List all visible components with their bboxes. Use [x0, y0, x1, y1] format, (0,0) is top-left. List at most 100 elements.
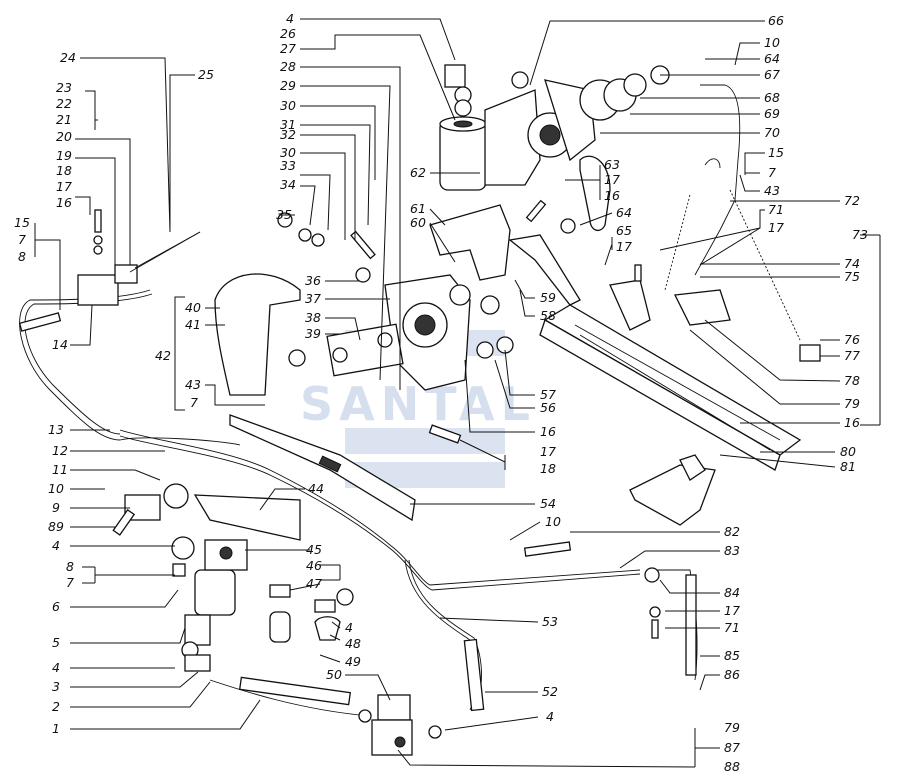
callout-44: 44 [308, 481, 324, 496]
callout-57: 57 [540, 387, 556, 402]
callout-17-b: 17 [540, 444, 556, 459]
callout-17-d: 17 [616, 239, 632, 254]
callout-78: 78 [844, 373, 860, 388]
callout-89: 89 [48, 519, 64, 534]
callout-82: 82 [724, 524, 740, 539]
callout-7-c: 7 [190, 395, 198, 410]
callout-24: 24 [60, 50, 76, 65]
callout-64-b: 64 [764, 51, 780, 66]
callout-23: 23 [56, 80, 72, 95]
callout-54: 54 [540, 496, 556, 511]
watermark-text: SANTAL [300, 377, 536, 431]
callout-12: 12 [52, 443, 68, 458]
callout-1: 1 [52, 721, 60, 736]
callout-17-f: 17 [724, 603, 740, 618]
callout-68: 68 [764, 90, 780, 105]
callout-25: 25 [198, 67, 214, 82]
callout-8-b: 8 [18, 249, 26, 264]
callout-35: 35 [276, 207, 292, 222]
callout-10-b: 10 [764, 35, 780, 50]
callout-67: 67 [764, 67, 780, 82]
callout-19: 19 [56, 148, 72, 163]
callout-58: 58 [540, 308, 556, 323]
callout-14: 14 [52, 337, 68, 352]
callout-63: 63 [604, 157, 620, 172]
callout-4-b: 4 [52, 538, 60, 553]
callout-30: 30 [280, 98, 296, 113]
callout-43-b: 43 [764, 183, 780, 198]
callout-83: 83 [724, 543, 740, 558]
callout-16: 16 [56, 195, 72, 210]
callout-13: 13 [48, 422, 64, 437]
callout-59: 59 [540, 290, 556, 305]
callout-7-b: 7 [18, 232, 26, 247]
callout-17: 17 [56, 179, 72, 194]
callout-20: 20 [56, 129, 72, 144]
callout-45: 45 [306, 542, 322, 557]
callout-30-b: 30 [280, 145, 296, 160]
callout-21: 21 [56, 112, 72, 127]
callout-15: 15 [14, 215, 30, 230]
callout-53: 53 [542, 614, 558, 629]
callout-4: 4 [52, 660, 60, 675]
callout-11: 11 [52, 462, 68, 477]
callout-71: 71 [768, 202, 784, 217]
callout-49: 49 [345, 654, 361, 669]
callout-80: 80 [840, 444, 856, 459]
callout-17-c: 17 [604, 172, 620, 187]
callout-33: 33 [280, 158, 296, 173]
callout-9: 9 [52, 500, 60, 515]
callout-labels: 1 2 3 4 5 6 7 8 4 89 9 10 11 12 13 14 8 … [14, 11, 868, 774]
parts-drawing [18, 64, 821, 756]
callout-61: 61 [410, 201, 426, 216]
callout-2: 2 [52, 699, 60, 714]
callout-71-b: 71 [724, 620, 740, 635]
callout-15-b: 15 [768, 145, 784, 160]
callout-79-b: 79 [724, 720, 740, 735]
callout-26: 26 [280, 26, 296, 41]
spring-72 [664, 189, 801, 341]
callout-70: 70 [764, 125, 780, 140]
callout-64: 64 [616, 205, 632, 220]
callout-17-e: 17 [768, 220, 784, 235]
callout-81: 81 [840, 459, 856, 474]
callout-28: 28 [280, 59, 296, 74]
callout-74: 74 [844, 256, 860, 271]
callout-62: 62 [410, 165, 426, 180]
callout-46: 46 [306, 558, 322, 573]
callout-6: 6 [52, 599, 60, 614]
callout-40: 40 [185, 300, 201, 315]
callout-18: 18 [56, 163, 72, 178]
callout-36: 36 [305, 273, 321, 288]
callout-32: 32 [280, 127, 296, 142]
callout-8: 8 [66, 559, 74, 574]
callout-88: 88 [724, 759, 740, 774]
callout-38: 38 [305, 310, 321, 325]
callout-60: 60 [410, 215, 426, 230]
callout-4-e: 4 [546, 709, 554, 724]
callout-7-d: 7 [768, 165, 776, 180]
callout-39: 39 [305, 326, 321, 341]
callout-66: 66 [768, 13, 784, 28]
callout-34: 34 [280, 177, 296, 192]
callout-79: 79 [844, 396, 860, 411]
callout-43: 43 [185, 377, 201, 392]
callout-41: 41 [185, 317, 201, 332]
callout-5: 5 [52, 635, 60, 650]
leader-lines [34, 18, 881, 768]
callout-52: 52 [542, 684, 558, 699]
callout-31: 31 [280, 117, 296, 132]
callout-72: 72 [844, 193, 860, 208]
callout-10-c: 10 [545, 514, 561, 529]
callout-42: 42 [155, 348, 171, 363]
callout-7: 7 [66, 575, 74, 590]
callout-29: 29 [280, 78, 296, 93]
callout-87: 87 [724, 740, 740, 755]
callout-16-c: 16 [604, 188, 620, 203]
callout-18-b: 18 [540, 461, 556, 476]
callout-86: 86 [724, 667, 740, 682]
callout-50: 50 [326, 667, 342, 682]
callout-75: 75 [844, 269, 860, 284]
